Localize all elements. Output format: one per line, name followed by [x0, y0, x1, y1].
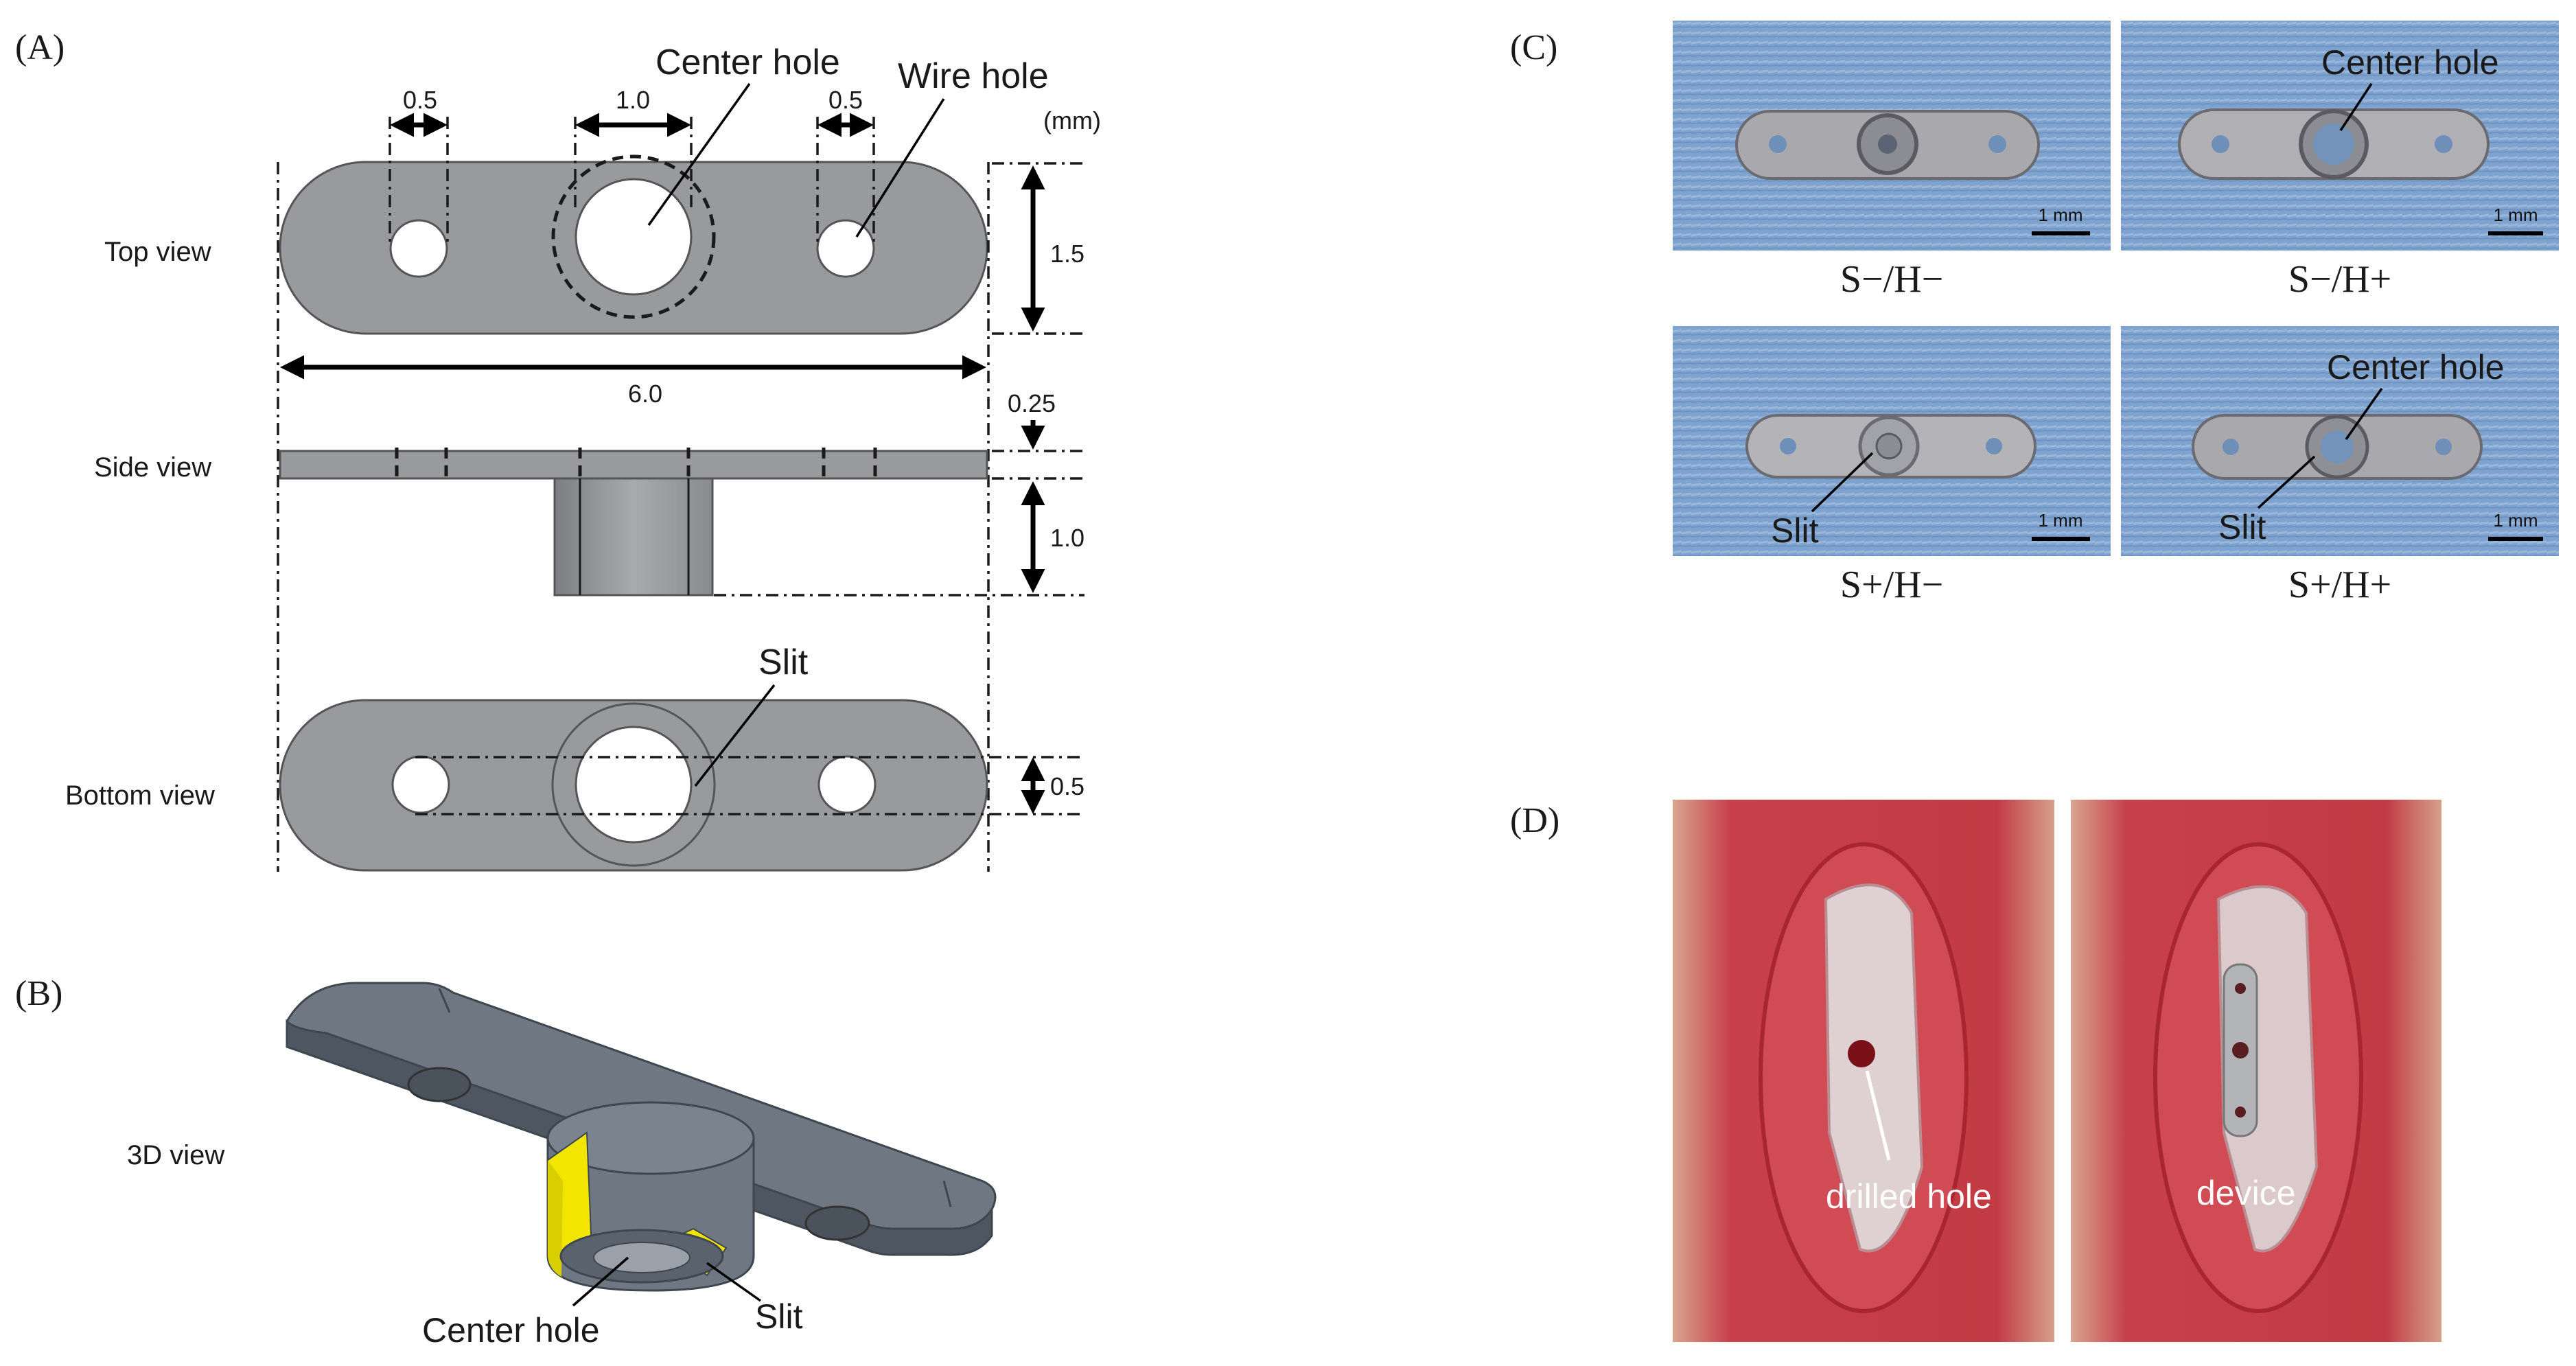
leader-line	[572, 1256, 629, 1307]
3d-edge	[438, 988, 451, 1013]
3d-callout-slit: Slit	[755, 1297, 803, 1336]
dim-length: 6.0	[628, 380, 662, 408]
leader-line	[855, 98, 945, 238]
panel-a: (A) Top view 0.5 1.0 0.5 (mm) 1.5 6.0 Ce…	[15, 28, 1101, 872]
photo-callout: Center hole	[2327, 348, 2505, 386]
device-center-hole	[2313, 124, 2354, 165]
photo-device: device	[2071, 800, 2441, 1342]
panel-d-letter: (D)	[1510, 801, 1559, 840]
scale-bar-label: 1 mm	[2494, 510, 2538, 531]
bottom-center-hole	[575, 726, 693, 844]
dim-wire-right: 0.5	[828, 86, 863, 114]
3d-view-label: 3D view	[127, 1140, 224, 1170]
condition-label: S−/H−	[1840, 258, 1943, 301]
dim-wire-left: 0.5	[403, 86, 437, 114]
3d-wire-hole-right	[804, 1205, 870, 1241]
device-wire-hole	[1988, 135, 2006, 153]
leader-line	[706, 1262, 762, 1302]
photo-s-minus-h-plus: Center hole 1 mm	[2121, 21, 2559, 251]
drilled-hole-mark	[1848, 1040, 1875, 1067]
device-wire-hole	[1769, 135, 1787, 153]
callout-center-hole: Center hole	[655, 43, 840, 82]
device-wire-hole	[2212, 135, 2229, 153]
leader-line	[1811, 452, 1874, 513]
top-center-hole	[575, 178, 693, 296]
photo-s-plus-h-minus: Slit 1 mm	[1673, 326, 2111, 556]
scale-bar-label: 1 mm	[2039, 205, 2083, 225]
leader-line	[647, 82, 751, 227]
photo-callout: Center hole	[2321, 43, 2499, 82]
panel-b-letter: (B)	[15, 974, 62, 1013]
scale-bar-label: 1 mm	[2039, 510, 2083, 531]
top-wire-hole-right	[816, 219, 875, 278]
3d-post-top	[546, 1101, 755, 1175]
label-drilled-hole: drilled hole	[1826, 1177, 1992, 1216]
panel-d: (D) drilled hole device	[1510, 800, 2441, 1342]
leader-line	[1865, 1070, 1891, 1161]
device-wire-hole	[2223, 439, 2239, 455]
3d-wire-hole-left	[407, 1067, 472, 1102]
bone-surface	[1824, 883, 1924, 1253]
dim-thickness: 0.25	[1008, 389, 1056, 417]
bottom-wire-hole-left	[391, 755, 450, 814]
3d-center-hole-inner	[593, 1242, 691, 1273]
unit-label: (mm)	[1043, 106, 1101, 135]
leader-line	[694, 684, 776, 787]
device-wire-hole	[2235, 1107, 2246, 1118]
photo-callout: Slit	[2218, 508, 2266, 546]
3d-slit-face	[548, 1160, 563, 1277]
panel-a-letter: (A)	[15, 28, 65, 67]
bottom-view-label: Bottom view	[65, 780, 215, 811]
3d-edge	[942, 1180, 952, 1207]
top-wire-hole-left	[389, 219, 448, 278]
panel-c: (C) 1 mm S−/H− Center hole 1 mm S−/H+	[1510, 21, 2559, 606]
dim-center: 1.0	[616, 86, 650, 114]
leader-line	[2257, 455, 2316, 509]
device-wire-hole	[1780, 438, 1796, 454]
panel-c-letter: (C)	[1510, 28, 1557, 67]
side-view-plate	[279, 450, 988, 480]
callout-slit: Slit	[758, 643, 809, 682]
label-device: device	[2196, 1174, 2296, 1212]
photo-s-minus-h-minus: 1 mm	[1673, 21, 2111, 251]
callout-wire-hole: Wire hole	[898, 56, 1049, 96]
bottom-wire-hole-right	[817, 755, 877, 814]
photo-s-plus-h-plus: Center hole Slit 1 mm	[2121, 326, 2559, 556]
leader-line	[2345, 387, 2383, 441]
device-center-hole	[2232, 1042, 2249, 1058]
condition-label: S+/H+	[2288, 564, 2391, 606]
leader-line	[2339, 83, 2373, 131]
dim-height: 1.5	[1050, 240, 1084, 268]
panel-b: (B) 3D view Center hole Slit	[15, 974, 997, 1350]
3d-plate-side	[286, 1019, 993, 1256]
device-wire-hole	[1986, 438, 2002, 454]
bottom-post-ring	[551, 702, 716, 867]
device-wire-hole	[2235, 983, 2246, 994]
dim-slit: 0.5	[1050, 772, 1084, 800]
3d-callout-center-hole: Center hole	[422, 1311, 600, 1350]
photo-callout: Slit	[1771, 511, 1819, 550]
device-wire-hole	[2435, 439, 2452, 455]
scale-bar-label: 1 mm	[2494, 205, 2538, 225]
device-center-hole	[1875, 432, 1903, 460]
dim-post: 1.0	[1050, 524, 1084, 552]
device-wire-hole	[2435, 135, 2452, 153]
device-center-hole	[1878, 135, 1897, 154]
top-view-label: Top view	[104, 237, 211, 267]
condition-label: S+/H−	[1840, 564, 1943, 606]
condition-label: S−/H+	[2288, 258, 2391, 301]
top-center-hole-outline	[551, 154, 716, 319]
photo-drilled-hole: drilled hole	[1673, 800, 2054, 1342]
side-view-label: Side view	[94, 452, 211, 483]
